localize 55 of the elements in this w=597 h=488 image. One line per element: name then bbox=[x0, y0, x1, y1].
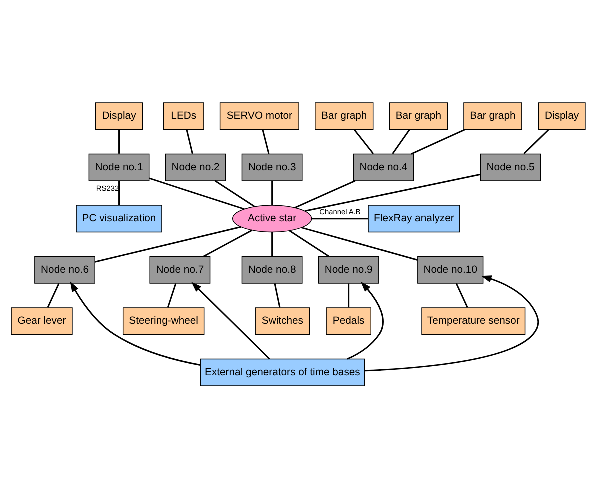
connector bbox=[272, 180, 274, 205]
node-box: LEDs bbox=[163, 102, 204, 130]
node-box: Node no.1 bbox=[88, 153, 150, 181]
connector bbox=[354, 128, 374, 154]
node-box: Steering-wheel bbox=[122, 307, 205, 335]
node-box: Bar graph bbox=[464, 102, 522, 130]
node-box: SERVO motor bbox=[220, 102, 300, 130]
connector bbox=[392, 128, 410, 154]
node-box: Switches bbox=[255, 307, 310, 335]
node-box: Bar graph bbox=[315, 102, 374, 130]
node-box: Node no.10 bbox=[418, 256, 484, 284]
connector bbox=[203, 229, 253, 257]
connector bbox=[524, 128, 550, 154]
connector bbox=[47, 282, 60, 308]
node-box: Temperature sensor bbox=[422, 307, 526, 335]
node-box: Node no.7 bbox=[150, 256, 211, 284]
connector bbox=[304, 173, 481, 212]
arrow bbox=[364, 275, 540, 372]
node-box: Node no.6 bbox=[34, 256, 96, 284]
node-box: Node no.4 bbox=[353, 153, 414, 181]
connector bbox=[186, 129, 194, 154]
node-box: Gear lever bbox=[11, 307, 73, 335]
connector bbox=[118, 180, 120, 205]
connector bbox=[118, 129, 120, 154]
connector bbox=[214, 180, 256, 207]
connector bbox=[312, 218, 368, 220]
arrow bbox=[347, 281, 384, 360]
node-box: Pedals bbox=[326, 307, 372, 335]
connector bbox=[295, 180, 356, 208]
node-box: Node no.3 bbox=[242, 153, 303, 181]
connector bbox=[348, 283, 350, 308]
connector bbox=[149, 177, 245, 210]
edge-label: Channel A.B bbox=[320, 206, 361, 216]
node-box: FlexRay analyzer bbox=[368, 204, 460, 232]
node-box: Node no.5 bbox=[480, 153, 542, 181]
node-box: Node no.8 bbox=[242, 256, 303, 284]
connector bbox=[167, 282, 177, 308]
node-ellipse: Active star bbox=[232, 204, 312, 232]
connector bbox=[274, 283, 281, 308]
node-box: Bar graph bbox=[389, 102, 448, 130]
node-box: PC visualization bbox=[76, 204, 162, 232]
node-box: Node no.9 bbox=[318, 256, 380, 284]
node-box: Display bbox=[538, 102, 586, 130]
connector bbox=[272, 232, 274, 256]
node-box: Display bbox=[96, 102, 144, 130]
arrow bbox=[70, 281, 201, 366]
connector bbox=[456, 282, 468, 308]
connector bbox=[262, 129, 270, 154]
connector bbox=[302, 226, 418, 260]
connector bbox=[411, 128, 466, 154]
connector bbox=[95, 226, 242, 262]
arrow bbox=[192, 282, 270, 360]
node-box: External generators of time bases bbox=[200, 358, 366, 386]
connector bbox=[289, 230, 330, 257]
node-box: Node no.2 bbox=[165, 153, 226, 181]
